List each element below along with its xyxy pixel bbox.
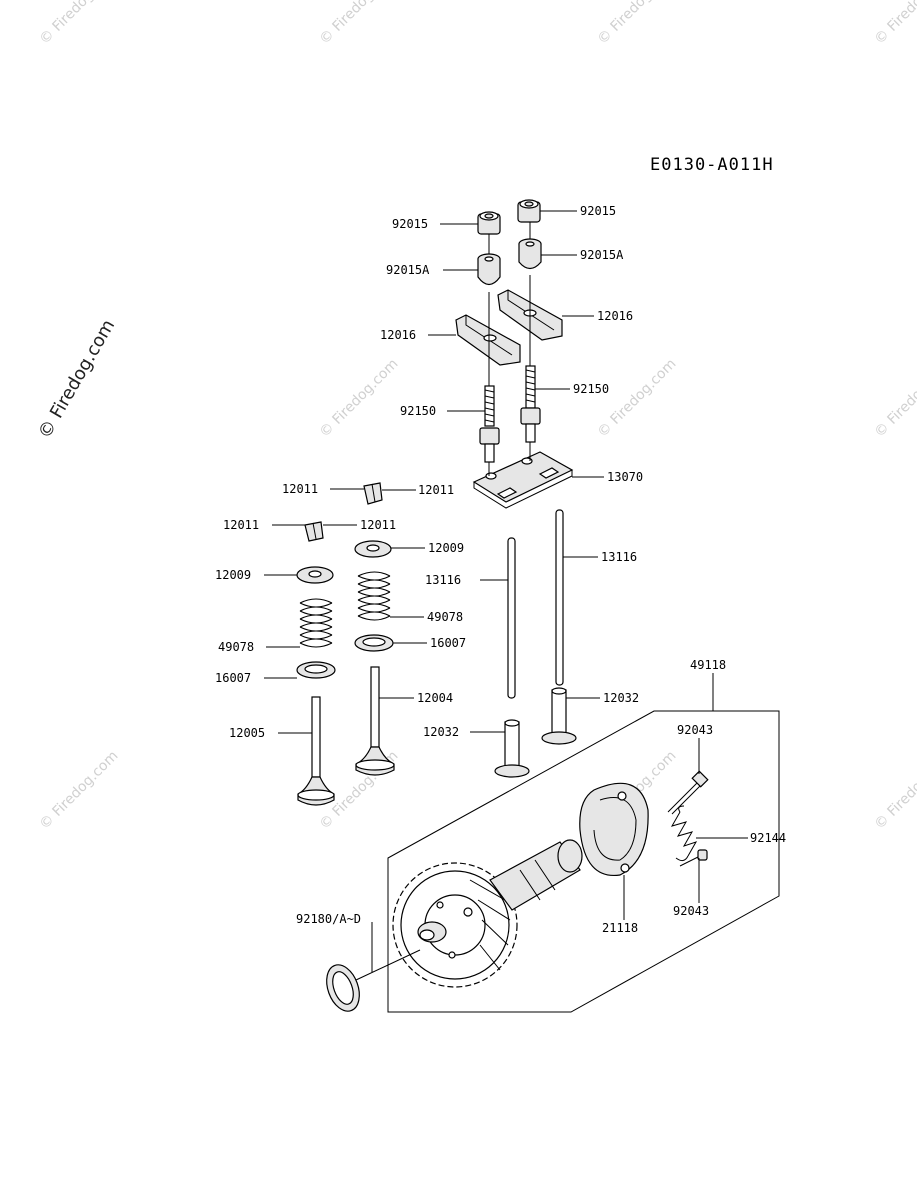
watermark: © Firedog.com: [595, 356, 680, 441]
leader-lines: [264, 210, 748, 972]
watermarks: © Firedog.com © Firedog.com © Firedog.co…: [34, 0, 917, 833]
cam-gear: [392, 862, 518, 988]
stud-92150-left: [479, 385, 500, 463]
push-rod-13116-right: [555, 509, 564, 686]
label-92015A: 92015A: [580, 248, 624, 262]
label-13070: 13070: [607, 470, 643, 484]
spring-49078-left: [299, 598, 333, 648]
label-92180: 92180/A~D: [296, 912, 361, 926]
guide-plate-13070: [472, 451, 574, 509]
watermark-main: © Firedog.com: [34, 316, 119, 442]
label-13116: 13116: [601, 550, 637, 564]
watermark: © Firedog.com: [595, 0, 680, 48]
retainer-12009-left: [296, 566, 334, 584]
pivot-92015A-right: [518, 238, 542, 270]
watermark: © Firedog.com: [872, 748, 917, 833]
label-12016: 12016: [380, 328, 416, 342]
label-92150: 92150: [573, 382, 609, 396]
spring-49078-right: [357, 571, 391, 621]
label-12009: 12009: [428, 541, 464, 555]
label-12011: 12011: [223, 518, 259, 532]
tappet-12032-left: [494, 719, 530, 778]
stud-92150-right: [520, 365, 541, 443]
diagram-code: E0130-A011H: [650, 155, 774, 175]
label-12032: 12032: [603, 691, 639, 705]
bolt-92043-lower: [679, 849, 708, 867]
keeper-12011-left: [304, 521, 324, 542]
label-16007: 16007: [430, 636, 466, 650]
label-92043: 92043: [677, 723, 713, 737]
watermark: © Firedog.com: [317, 0, 402, 48]
label-12011: 12011: [360, 518, 396, 532]
label-12005: 12005: [229, 726, 265, 740]
pivot-92015A-left: [477, 253, 501, 286]
watermark: © Firedog.com: [872, 0, 917, 48]
camshaft-group: [326, 710, 780, 1013]
watermark: © Firedog.com: [37, 748, 122, 833]
label-92015A: 92015A: [386, 263, 430, 277]
label-13116: 13116: [425, 573, 461, 587]
bolt-92043-upper: [667, 770, 709, 815]
label-92043: 92043: [673, 904, 709, 918]
valve-assembly: [296, 482, 577, 806]
watermark: © Firedog.com: [37, 0, 122, 48]
label-12032: 12032: [423, 725, 459, 739]
label-92150: 92150: [400, 404, 436, 418]
label-12011: 12011: [418, 483, 454, 497]
label-92015: 92015: [392, 217, 428, 231]
rocker-assembly: [455, 199, 574, 509]
governor-21118: [579, 782, 649, 877]
watermark: © Firedog.com: [872, 356, 917, 441]
label-92015: 92015: [580, 204, 616, 218]
seat-16007-right: [354, 634, 394, 652]
spring-92144: [670, 805, 698, 862]
label-12004: 12004: [417, 691, 453, 705]
watermark: © Firedog.com: [317, 356, 402, 441]
label-12016: 12016: [597, 309, 633, 323]
label-92144: 92144: [750, 831, 786, 845]
push-rod-13116-left: [507, 537, 516, 699]
retainer-12009-right: [354, 540, 392, 558]
washer-92180: [326, 964, 360, 1012]
group-frame-49118: [387, 710, 780, 1013]
seat-16007-left: [296, 661, 336, 679]
label-12011: 12011: [282, 482, 318, 496]
rocker-arm-12016-left: [455, 314, 521, 366]
valve-12004: [355, 666, 395, 776]
label-12009: 12009: [215, 568, 251, 582]
label-49118: 49118: [690, 658, 726, 672]
valve-12005: [297, 696, 335, 806]
keeper-12011-right: [363, 482, 383, 505]
part-labels: 92015 92015 92015A 92015A 12016 12016 92…: [215, 204, 786, 935]
nut-92015-right: [517, 199, 541, 223]
label-21118: 21118: [602, 921, 638, 935]
tappet-12032-right: [541, 687, 577, 745]
nut-92015-left: [477, 211, 501, 235]
cam-shaft: [489, 839, 583, 911]
label-49078: 49078: [218, 640, 254, 654]
label-16007: 16007: [215, 671, 251, 685]
label-49078: 49078: [427, 610, 463, 624]
washer-axis: [355, 949, 421, 981]
